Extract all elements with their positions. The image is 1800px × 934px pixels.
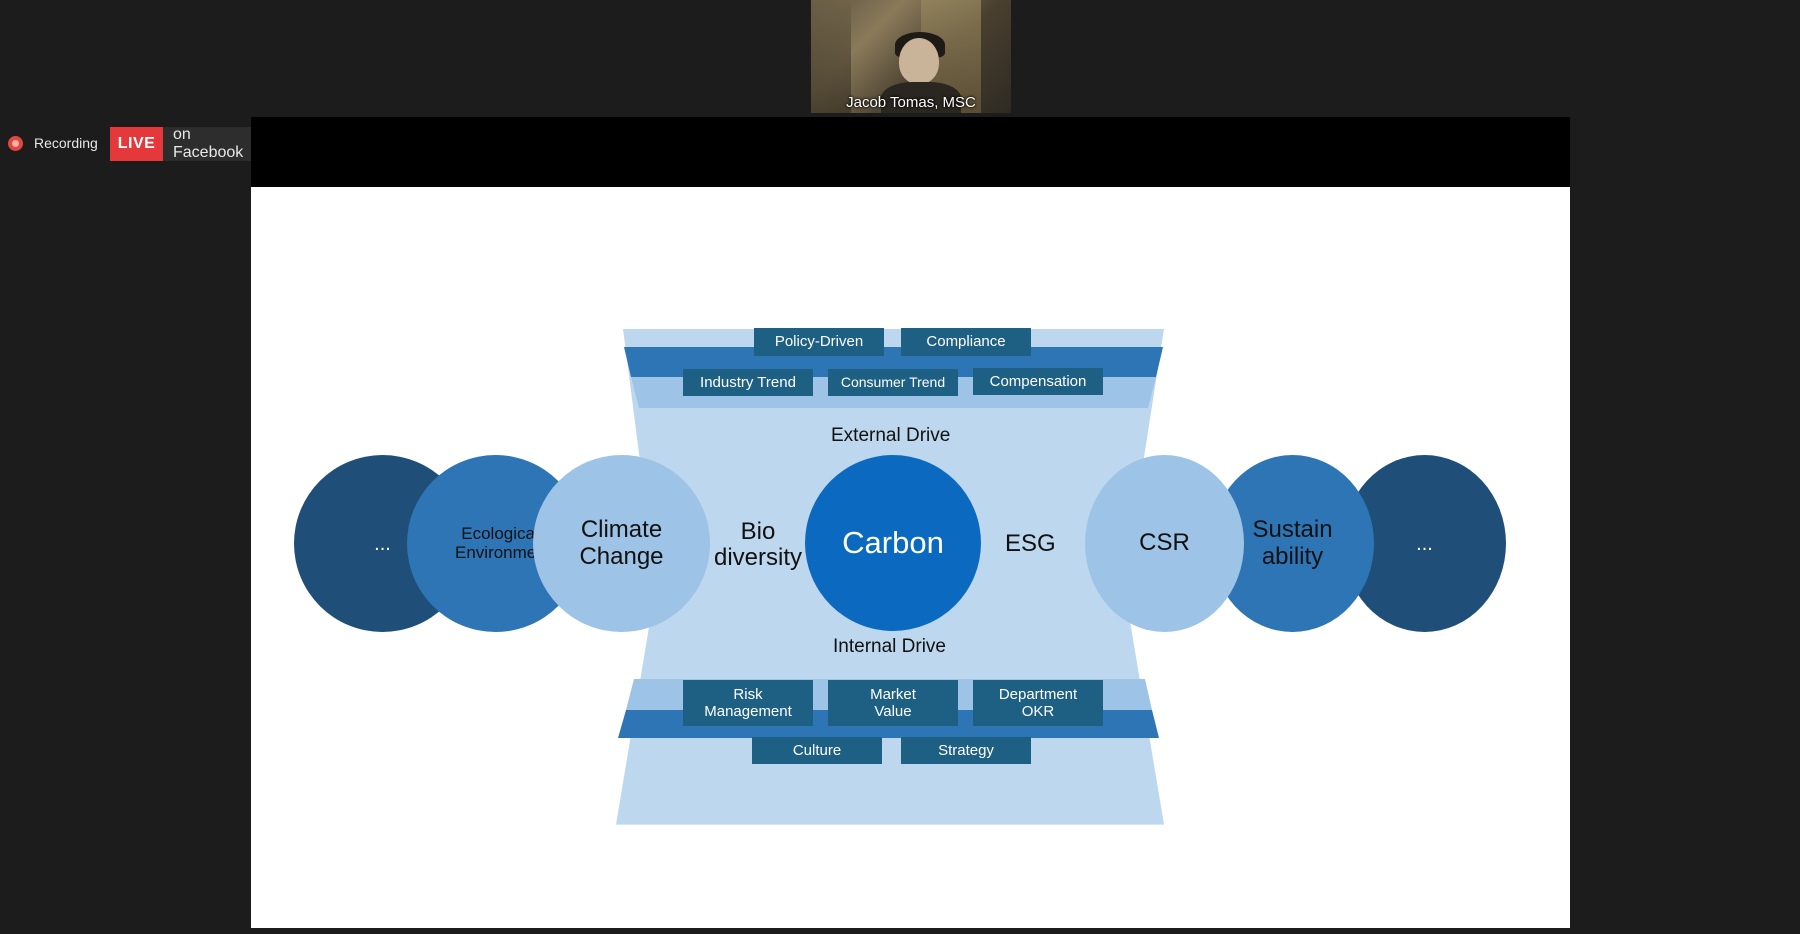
external-drive-label: External Drive — [831, 425, 951, 446]
center-label: Carbon — [842, 524, 944, 560]
esg-text: ESG — [1005, 530, 1056, 557]
shared-screen-top-bar — [251, 117, 1570, 187]
circle-label: ... — [374, 532, 391, 555]
tag-market-value: Market Value — [828, 680, 958, 726]
tag-compliance: Compliance — [901, 328, 1031, 356]
recording-label: Recording — [34, 135, 98, 151]
tag-consumer-trend: Consumer Trend — [828, 369, 958, 396]
circle-carbon: Carbon — [805, 455, 981, 631]
live-destination-label: on Facebook — [173, 126, 244, 161]
tag-industry-trend: Industry Trend — [683, 369, 813, 396]
internal-drive-label: Internal Drive — [833, 636, 946, 657]
tag-risk-management: Risk Management — [683, 680, 813, 726]
tag-strategy: Strategy — [901, 737, 1031, 764]
participant-face — [899, 38, 939, 84]
label-biodiversity: Bio diversity — [703, 518, 813, 572]
participant-name: Jacob Tomas, MSC — [846, 94, 976, 111]
shared-slide: ... Ecological Environment Climate Chang… — [251, 187, 1570, 928]
tag-department-okr: Department OKR — [973, 680, 1103, 726]
tag-policy-driven: Policy-Driven — [754, 328, 884, 356]
tag-compensation: Compensation — [973, 368, 1103, 395]
label-esg: ESG — [1005, 530, 1056, 557]
biodiversity-text: Bio diversity — [713, 518, 803, 572]
circle-label: ... — [1416, 532, 1433, 555]
participant-video-tile[interactable]: Jacob Tomas, MSC — [811, 0, 1011, 113]
circle-label: CSR — [1139, 529, 1190, 557]
circle-label: Ecological Environment — [455, 523, 551, 562]
background-shape — [811, 0, 851, 113]
live-badge: LIVE — [110, 127, 163, 161]
circle-label: Sustain ability — [1252, 516, 1333, 570]
circle-climate-change: Climate Change — [533, 455, 710, 632]
tag-culture: Culture — [752, 737, 882, 764]
circle-csr: CSR — [1085, 455, 1244, 632]
participant-body — [881, 82, 961, 113]
recording-icon — [8, 135, 23, 151]
circle-label: Climate Change — [579, 516, 664, 570]
recording-indicator[interactable]: Recording — [0, 127, 106, 159]
